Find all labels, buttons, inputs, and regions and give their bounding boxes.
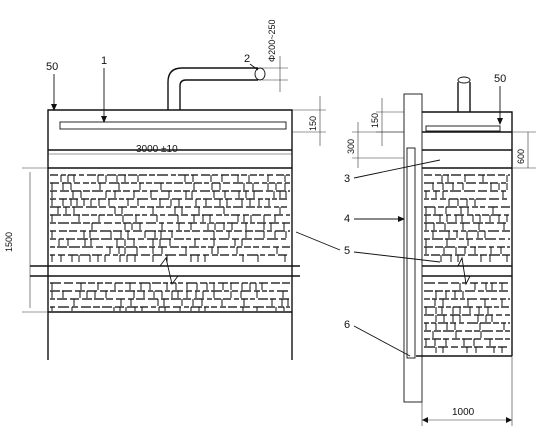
depth-dim-label: 1000: [452, 407, 475, 418]
callout-2-leader: [249, 63, 259, 71]
inlet-pipe: [167, 67, 258, 110]
inlet-pipe-end: [254, 67, 266, 81]
side-50-arrowhead: [497, 118, 503, 125]
side-600-dim-label: 600: [516, 149, 526, 164]
front-fill-packing-upper: [50, 174, 290, 262]
side-50-label: 50: [494, 73, 506, 85]
side-view: 50 150 300 600 1000 3 4 5: [295, 73, 536, 426]
front-view: 3000 ±10 1500 150 Φ200~250 50 1 2: [4, 20, 326, 360]
front-break-symbol: [159, 256, 179, 286]
callout-1: 1: [101, 55, 107, 67]
side-fill-packing-lower: [424, 282, 510, 353]
side-riser-end: [457, 76, 471, 84]
distribution-pipe: [59, 121, 287, 130]
side-break-symbol: [457, 256, 471, 286]
callout-4-arrowhead: [398, 216, 405, 222]
callout-5-leader-side: [353, 251, 441, 263]
callout-4: 4: [344, 213, 350, 225]
side-distribution-pipe: [425, 125, 501, 132]
callout-6: 6: [344, 319, 350, 331]
front-50-arrowhead: [51, 104, 57, 111]
side-wall: [403, 93, 423, 403]
callout-3: 3: [344, 173, 350, 185]
front-fill-packing-lower: [50, 282, 290, 311]
callout-1-arrowhead: [101, 116, 107, 123]
depth-arrow-right: [506, 417, 512, 423]
pipe-dia-label: Φ200~250: [267, 20, 277, 62]
height-dim-label: 1500: [4, 232, 14, 252]
side-fill-packing-upper: [424, 174, 510, 262]
side-riser-pipe: [457, 82, 471, 112]
callout-3-leader: [353, 159, 441, 179]
width-dim-label: 3000 ±10: [136, 144, 178, 155]
depth-arrow-left: [422, 417, 428, 423]
front-50-label: 50: [46, 61, 58, 73]
callout-6-leader: [353, 325, 411, 357]
callout-5: 5: [344, 245, 350, 257]
side-300-dim-label: 300: [346, 139, 356, 154]
callout-5-leader-front: [295, 231, 341, 251]
callout-2: 2: [244, 53, 250, 65]
side-drain-channel: [406, 147, 416, 359]
side-150-dim-label: 150: [370, 113, 380, 128]
front-150-dim-label: 150: [308, 116, 318, 131]
front-tank-outline: [47, 109, 293, 360]
